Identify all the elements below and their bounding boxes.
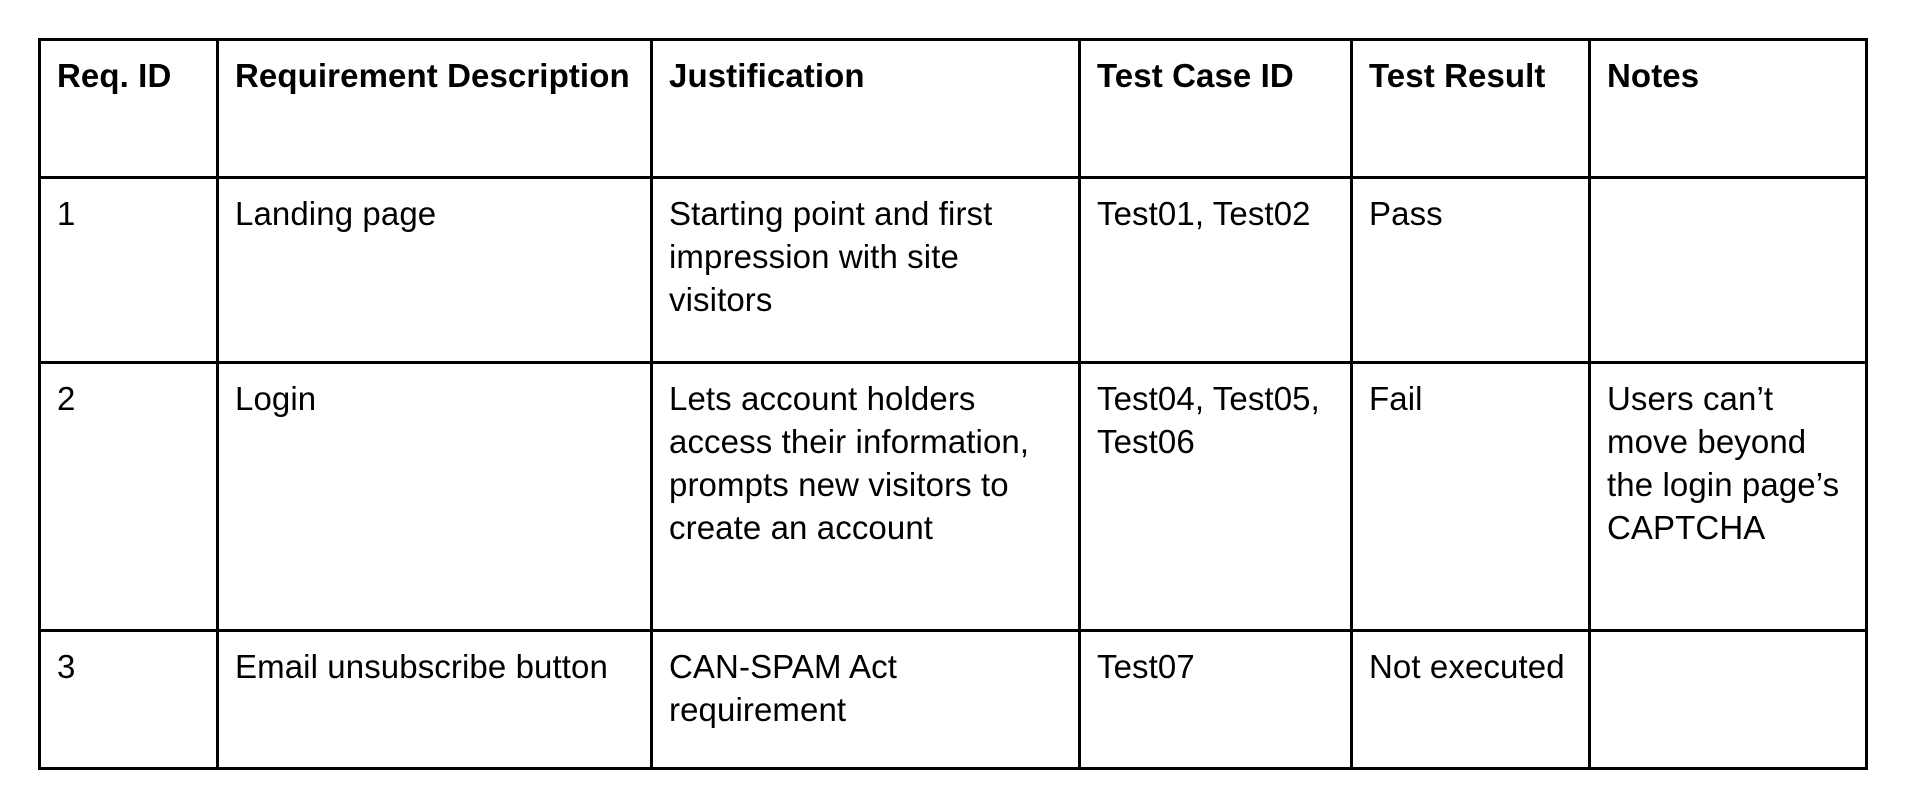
cell-test-result: Fail bbox=[1350, 361, 1591, 632]
cell-req-id-value: 3 bbox=[57, 648, 76, 685]
requirements-traceability-table: Req. ID Requirement Description Justific… bbox=[38, 38, 1868, 770]
cell-notes: Users can’t move beyond the login page’s… bbox=[1588, 361, 1868, 632]
column-header-notes-label: Notes bbox=[1607, 57, 1700, 94]
cell-test-case-id: Test07 bbox=[1078, 629, 1353, 770]
column-header-test-result-label: Test Result bbox=[1369, 57, 1546, 94]
cell-test-result-value: Fail bbox=[1369, 380, 1423, 417]
cell-notes bbox=[1588, 629, 1868, 770]
cell-requirement-description: Email unsubscribe button bbox=[216, 629, 653, 770]
cell-test-result-value: Not executed bbox=[1369, 648, 1565, 685]
cell-test-case-id-value: Test07 bbox=[1097, 648, 1195, 685]
column-header-justification-label: Justification bbox=[669, 57, 865, 94]
cell-requirement-description: Login bbox=[216, 361, 653, 632]
table-row: 2 Login Lets account holders access thei… bbox=[38, 361, 1868, 632]
cell-notes-value: Users can’t move beyond the login page’s… bbox=[1607, 380, 1840, 546]
cell-req-id: 2 bbox=[38, 361, 219, 632]
cell-requirement-description: Landing page bbox=[216, 176, 653, 364]
table-header-row: Req. ID Requirement Description Justific… bbox=[38, 38, 1868, 179]
cell-test-case-id: Test01, Test02 bbox=[1078, 176, 1353, 364]
cell-justification-value: Lets account holders access their inform… bbox=[669, 380, 1030, 546]
cell-req-id: 3 bbox=[38, 629, 219, 770]
column-header-justification: Justification bbox=[650, 38, 1081, 179]
column-header-test-case-id: Test Case ID bbox=[1078, 38, 1353, 179]
column-header-req-id-label: Req. ID bbox=[57, 57, 172, 94]
cell-req-id-value: 2 bbox=[57, 380, 76, 417]
cell-justification: Starting point and first impression with… bbox=[650, 176, 1081, 364]
table-header: Req. ID Requirement Description Justific… bbox=[38, 38, 1868, 179]
cell-justification: CAN-SPAM Act requirement bbox=[650, 629, 1081, 770]
table-body: 1 Landing page Starting point and first … bbox=[38, 176, 1868, 770]
cell-notes bbox=[1588, 176, 1868, 364]
cell-test-result-value: Pass bbox=[1369, 195, 1443, 232]
cell-requirement-description-value: Landing page bbox=[235, 195, 437, 232]
cell-justification-value: Starting point and first impression with… bbox=[669, 195, 993, 318]
cell-test-case-id: Test04, Test05, Test06 bbox=[1078, 361, 1353, 632]
column-header-requirement-description: Requirement Description bbox=[216, 38, 653, 179]
table-row: 1 Landing page Starting point and first … bbox=[38, 176, 1868, 364]
cell-justification: Lets account holders access their inform… bbox=[650, 361, 1081, 632]
cell-req-id: 1 bbox=[38, 176, 219, 364]
cell-justification-value: CAN-SPAM Act requirement bbox=[669, 648, 897, 728]
cell-req-id-value: 1 bbox=[57, 195, 76, 232]
column-header-requirement-description-label: Requirement Description bbox=[235, 57, 630, 94]
cell-test-case-id-value: Test01, Test02 bbox=[1097, 195, 1311, 232]
column-header-test-case-id-label: Test Case ID bbox=[1097, 57, 1294, 94]
cell-requirement-description-value: Login bbox=[235, 380, 317, 417]
cell-test-result: Not executed bbox=[1350, 629, 1591, 770]
column-header-req-id: Req. ID bbox=[38, 38, 219, 179]
table-row: 3 Email unsubscribe button CAN-SPAM Act … bbox=[38, 629, 1868, 770]
column-header-notes: Notes bbox=[1588, 38, 1868, 179]
cell-test-case-id-value: Test04, Test05, Test06 bbox=[1097, 380, 1320, 460]
column-header-test-result: Test Result bbox=[1350, 38, 1591, 179]
cell-test-result: Pass bbox=[1350, 176, 1591, 364]
cell-requirement-description-value: Email unsubscribe button bbox=[235, 648, 608, 685]
